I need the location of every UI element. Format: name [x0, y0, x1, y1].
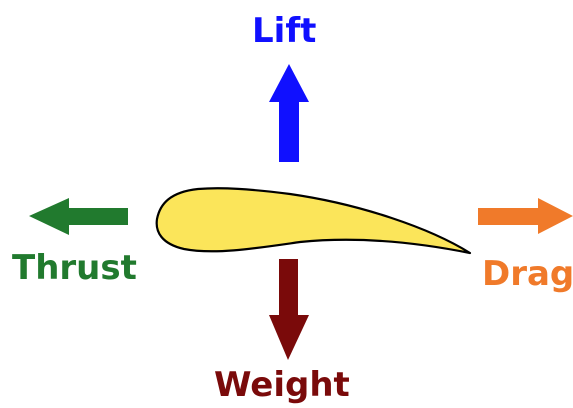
lift-label: Lift	[252, 14, 316, 48]
thrust-arrow	[29, 198, 128, 235]
drag-label: Drag	[482, 257, 573, 291]
weight-label: Weight	[214, 368, 350, 402]
thrust-label: Thrust	[12, 251, 137, 285]
airfoil-shape	[157, 188, 470, 253]
drag-arrow	[478, 198, 573, 234]
lift-arrow	[269, 64, 309, 162]
weight-arrow	[269, 259, 309, 360]
